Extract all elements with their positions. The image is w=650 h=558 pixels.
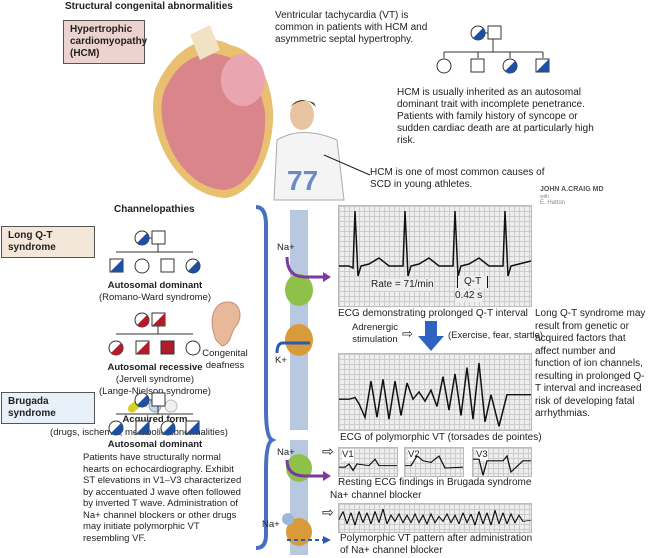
heart-illustration [153,25,274,199]
acquired-label: Acquired form [122,414,188,425]
channelopathies-heading: Channelopathies [114,204,195,215]
vt-text: Ventricular tachycardia (VT) is common i… [275,10,428,45]
heart-rate: Rate = 71/min [371,279,434,291]
lqt-recessive-sub1: (Jervell syndrome) [115,374,195,385]
lqt-side-text: Long Q-T syndrome may result from geneti… [535,308,646,419]
lqt-recessive-pedigree [108,312,201,356]
brugada-vt-ecg-strip [338,503,532,533]
athlete-text: HCM is one of most common causes of SCD … [370,167,545,190]
lead-v2-label: V2 [408,449,420,461]
lead-v3-label: V3 [476,449,488,461]
k-efflux-arrow [275,341,310,354]
lead-v1-trace [339,458,397,472]
credit-with: with [540,194,549,200]
hcm-label-box: Hypertrophic cardiomyopathy (HCM) [63,20,147,64]
open-arrow-icon: ⇨ [322,504,334,520]
brugada-label-box: Brugada syndrome [1,392,95,424]
blocked-na-arrow [287,536,331,544]
brugada-na-arrow [285,459,331,481]
ecg2-caption: ECG of polymorphic VT (torsades de point… [340,432,542,443]
lead-v3-trace [473,454,531,476]
brugada-vt-caption-line1: Polymorphic VT pattern after administrat… [340,533,533,544]
brugada-resting-caption: Resting ECG findings in Brugada syndrome [338,477,532,488]
credit-coartist: E. Hatton [540,200,566,206]
ear-icon [211,301,241,347]
brugada-vt-caption-line2: of Na+ channel blocker [340,545,443,556]
na-blocker-label: Na+ channel blocker [330,490,422,501]
lqt-recessive-label: Autosomal recessive [107,362,203,373]
lqt-dominant-sub: (Romano-Ward syndrome) [98,292,212,303]
torsades-ecg-trace [339,362,531,427]
deafness-label: Congenital deafness [202,348,248,371]
open-arrow-icon: ⇨ [322,443,334,459]
lqt-recessive-sub2: (Lange-Nielson syndrome) [99,386,211,397]
svg-text:77: 77 [287,165,318,196]
qt-ecg-trace [339,210,532,277]
brugada-na-label: Na+ [277,447,295,458]
lqt-dominant-pedigree [109,230,201,274]
lqt-dominant-label: Autosomal dominant [107,280,203,291]
qt-label: Q-T [457,276,489,288]
ecg1-caption: ECG demonstrating prolonged Q-T interval [338,308,528,319]
qt-ecg-strip: Rate = 71/min Q-T 0.42 s [338,205,532,307]
brugada-dominant-label: Autosomal dominant [107,439,203,450]
brugada-pedigree [108,392,200,436]
lqt-label-box: Long Q-T syndrome [1,226,95,258]
adrenergic-label: Adrenergic stimulation [352,322,398,345]
brugada-vt-trace [338,508,532,526]
lead-v2-ecg: V2 [404,447,464,477]
brugada-na2-label: Na+ [262,519,280,530]
na-label: Na+ [277,242,295,253]
na-influx-arrow [285,256,331,282]
k-label: K+ [275,355,287,366]
torsades-ecg-strip [338,353,532,431]
structural-heading: Structural congenital abnormalities [65,1,233,12]
athlete-illustration: 77 [273,100,371,201]
brace [255,205,277,550]
lead-v1-ecg: V1 [338,447,398,477]
lead-v1-label: V1 [342,449,354,461]
brugada-description: Patients have structurally normal hearts… [83,452,242,544]
open-arrow-icon: ⇨ [402,326,413,341]
down-arrow-icon [418,321,444,351]
inheritance-text: HCM is usually inherited as an autosomal… [397,87,594,146]
artist-signature: JOHN A.CRAIG MD [540,186,604,193]
lead-v2-trace [405,455,464,469]
qt-value: 0.42 s [455,290,483,302]
lead-v3-ecg: V3 [472,447,532,477]
hcm-pedigree [436,25,550,74]
ion-channel-membrane [285,210,313,430]
triggers-label: (Exercise, fear, startle) [448,330,544,341]
